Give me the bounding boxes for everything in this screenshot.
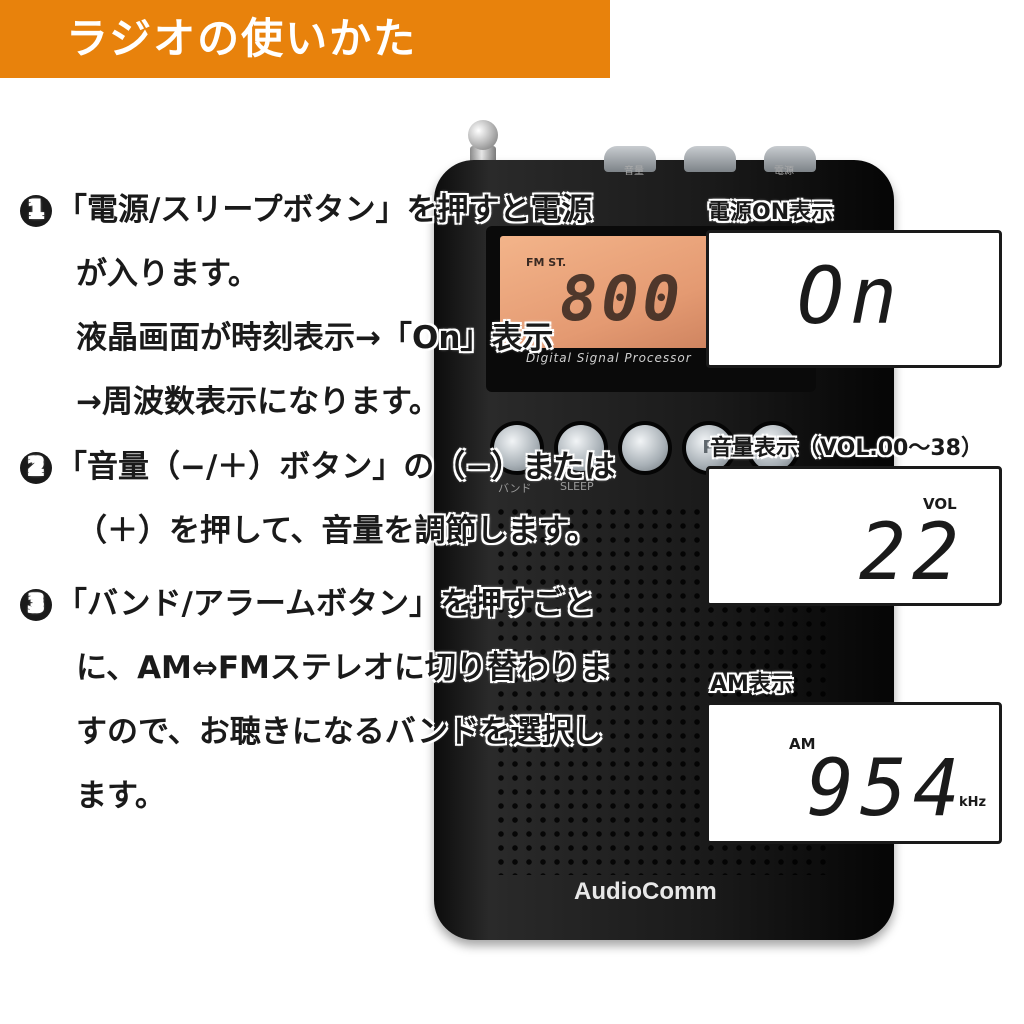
callout-power-on-display: On	[706, 230, 1002, 368]
step-3-line-3: すので、お聴きになるバンドを選択し	[76, 714, 604, 750]
volume-down-top-button	[604, 146, 656, 172]
step-1-line-3: 液晶画面が時刻表示→「On」表示	[76, 320, 554, 356]
band-button	[494, 425, 540, 471]
step-1-line-4: →周波数表示になります。	[76, 384, 440, 420]
step-3-line-2: に、AM⇔FMステレオに切り替わりま	[76, 650, 611, 686]
tune-button	[622, 425, 668, 471]
display-vol-tag: VOL	[923, 495, 957, 513]
top-label-volume: 音量	[624, 166, 644, 177]
step-1-line-2: が入ります。	[76, 256, 259, 292]
step-1-number: 1	[20, 195, 52, 227]
preset-button-2: P	[750, 425, 796, 471]
volume-up-top-button	[684, 146, 736, 172]
lcd-band-indicator: FM ST.	[526, 256, 567, 269]
callout-power-on-label: 電源ON表示	[708, 200, 834, 225]
callout-am-display: AM 954 kHz	[706, 702, 1002, 844]
band-button-label: バンド	[498, 482, 532, 495]
display-am-tag: AM	[789, 735, 816, 753]
callout-volume-label: 音量表示（VOL.00〜38）	[710, 436, 983, 461]
power-top-button	[764, 146, 816, 172]
display-on-text: On	[797, 252, 903, 342]
callout-am-label: AM表示	[710, 672, 793, 697]
sleep-button	[558, 425, 604, 471]
sleep-button-label: SLEEP	[560, 480, 594, 493]
step-1: 1「電源/スリープボタン」を押すと電源 が入ります。 液晶画面が時刻表示→「On…	[20, 178, 592, 434]
page-title: ラジオの使いかた	[66, 14, 418, 63]
step-2: 2「音量（−/＋）ボタン」の（−）または （＋）を押して、音量を調節します。	[20, 435, 615, 563]
step-3: 3「バンド/アラームボタン」を押すごと に、AM⇔FMステレオに切り替わりま す…	[20, 572, 611, 828]
antenna-tip	[468, 120, 498, 150]
brand-logo: AudioComm	[574, 878, 717, 905]
preset-button-1: P	[686, 425, 732, 471]
step-1-line-1: 1「電源/スリープボタン」を押すと電源	[20, 178, 592, 242]
display-khz-unit: kHz	[959, 795, 987, 810]
top-label-power: 電源	[774, 166, 794, 177]
step-2-number: 2	[20, 452, 52, 484]
step-2-line-2: （＋）を押して、音量を調節します。	[76, 513, 598, 549]
step-3-line-4: ます。	[76, 778, 166, 814]
dsp-label: Digital Signal Processor	[526, 351, 692, 365]
display-am-frequency: 954	[807, 744, 966, 834]
display-volume-value: 22	[859, 508, 965, 598]
step-3-line-1: 3「バンド/アラームボタン」を押すごと	[20, 572, 611, 636]
step-3-number: 3	[20, 589, 52, 621]
header-banner: ラジオの使いかた	[0, 0, 610, 78]
callout-volume-display: VOL 22	[706, 466, 1002, 606]
lcd-frequency: 800	[560, 262, 684, 335]
step-2-line-1: 2「音量（−/＋）ボタン」の（−）または	[20, 435, 615, 499]
